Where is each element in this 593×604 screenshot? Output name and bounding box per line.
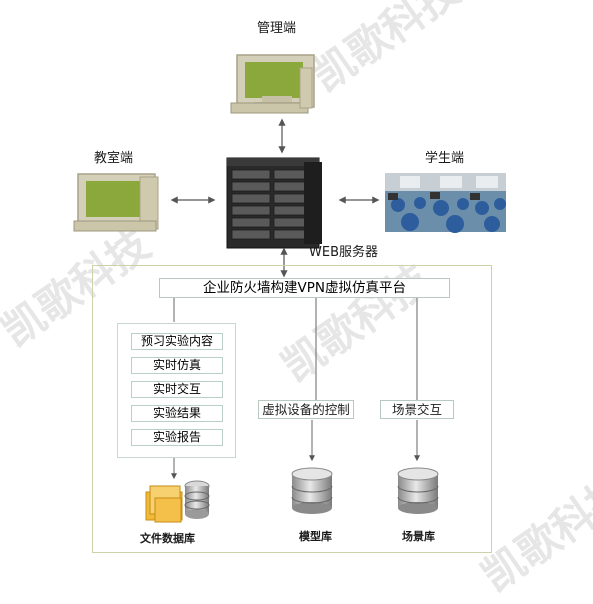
classroom-label: 教室端 — [94, 151, 134, 166]
student-classroom-photo — [385, 173, 506, 233]
file-database-label: 文件数据库 — [140, 532, 195, 545]
file-database-icon — [145, 480, 210, 523]
diagram-graphics — [73, 54, 506, 523]
menu-item-simulation[interactable]: 实时仿真 — [131, 357, 223, 374]
experiment-menu — [117, 323, 236, 458]
server-rack-icon — [226, 157, 322, 249]
admin-label: 管理端 — [257, 21, 297, 36]
platform-panel — [92, 265, 492, 553]
scene-database-label: 场景库 — [402, 530, 435, 543]
scene-database-icon — [397, 467, 439, 514]
scene-interaction-box[interactable]: 场景交互 — [380, 400, 454, 419]
model-database-icon — [291, 467, 333, 514]
virtual-control-box[interactable]: 虚拟设备的控制 — [258, 400, 354, 419]
student-label: 学生端 — [425, 151, 465, 166]
classroom-computer-icon — [73, 173, 159, 232]
server-label: WEB服务器 — [309, 245, 378, 260]
model-database-label: 模型库 — [299, 530, 332, 543]
menu-item-results[interactable]: 实验结果 — [131, 405, 223, 422]
admin-computer-icon — [230, 54, 315, 114]
platform-title: 企业防火墙构建VPN虚拟仿真平台 — [159, 278, 450, 298]
menu-item-interaction[interactable]: 实时交互 — [131, 381, 223, 398]
menu-item-report[interactable]: 实验报告 — [131, 429, 223, 446]
menu-item-preview[interactable]: 预习实验内容 — [131, 333, 223, 350]
